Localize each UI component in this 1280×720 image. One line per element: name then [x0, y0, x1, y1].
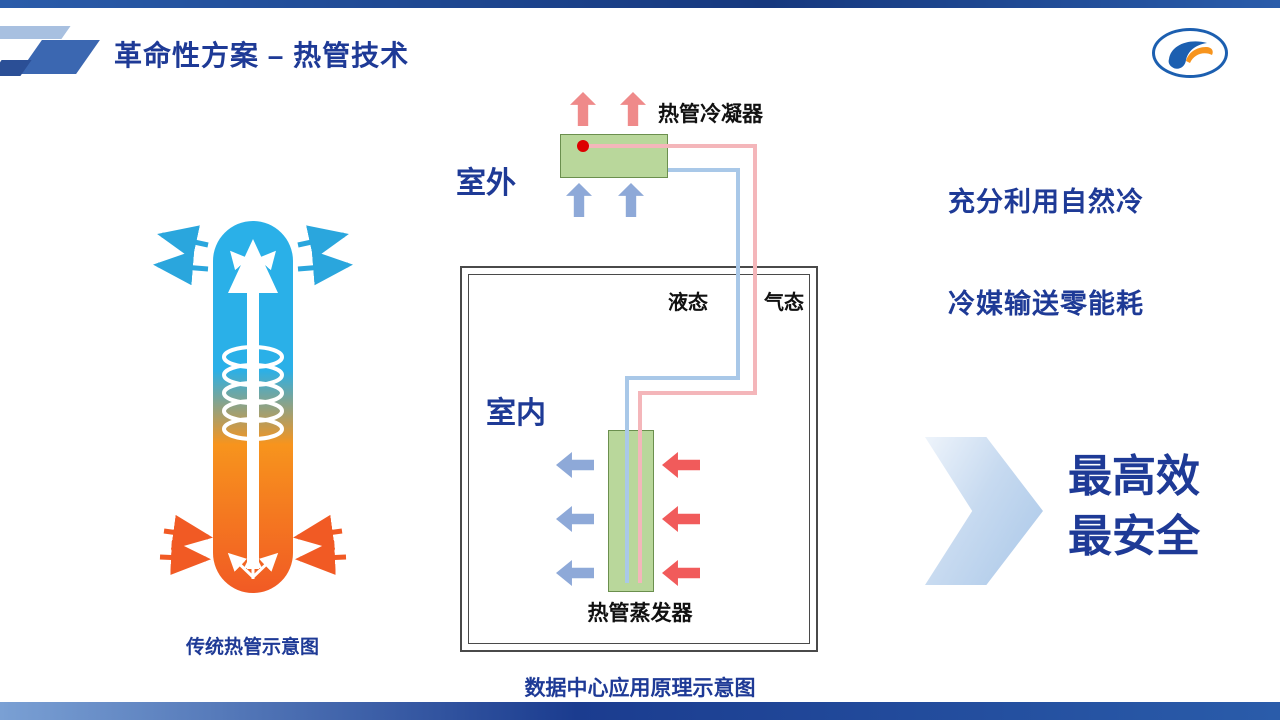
outdoor-label: 室外: [456, 167, 516, 200]
heat-in-arrows: [159, 514, 347, 575]
cool-intake-up-arrow: [618, 183, 644, 217]
left-diagram-caption: 传统热管示意图: [185, 637, 319, 658]
exhaust-up-arrow: [620, 92, 646, 126]
top-accent-bar: [0, 0, 1280, 8]
evaporator-label: 热管蒸发器: [587, 602, 693, 625]
indoor-label: 室内: [486, 397, 546, 430]
center-diagram-caption: 数据中心应用原理示意图: [524, 677, 756, 700]
wick-coil: [222, 345, 284, 441]
cold-out-arrows: [153, 225, 353, 286]
highlight-most-efficient: 最高效: [1068, 452, 1200, 501]
liquid-phase-label: 液态: [668, 292, 708, 314]
condenser-label: 热管冷凝器: [658, 103, 763, 126]
header-decoration-slash-light: [0, 26, 71, 39]
benefit-point-natural-cooling: 充分利用自然冷: [948, 187, 1144, 217]
header-decoration-slash-blue: [18, 40, 100, 74]
benefit-point-zero-energy: 冷媒输送零能耗: [948, 289, 1144, 319]
gas-phase-label: 气态: [764, 292, 804, 314]
logo-swoosh-icon: [1168, 41, 1213, 69]
traditional-heat-pipe-diagram: [153, 221, 353, 593]
evaporator-block: [608, 430, 654, 592]
bottom-accent-bar: [0, 702, 1280, 720]
exhaust-up-arrow: [570, 92, 596, 126]
vapor-fan-arrows-top: [230, 246, 276, 278]
page-title: 革命性方案 – 热管技术: [114, 40, 410, 71]
company-logo-icon: [1152, 28, 1228, 78]
vapor-fan-arrows-bottom: [227, 550, 279, 579]
chevron-right-icon: [925, 437, 1043, 585]
condenser-block: [560, 134, 668, 178]
cool-intake-up-arrow: [566, 183, 592, 217]
highlight-safest: 最安全: [1068, 512, 1200, 561]
